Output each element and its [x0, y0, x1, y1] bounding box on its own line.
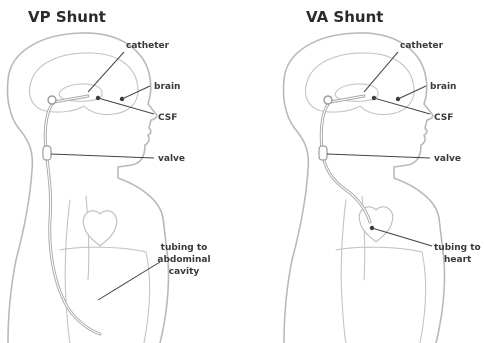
va-label-brain: brain: [430, 82, 456, 92]
va-abdomen-outline: [336, 247, 426, 343]
vp-label-csf: CSF: [158, 113, 177, 123]
va-body-outline: [284, 33, 445, 343]
va-label-catheter: catheter: [400, 41, 444, 51]
va-arm-outline: [341, 200, 346, 343]
vp-abdomen-outline: [60, 247, 150, 343]
va-label-tubing-1: tubing to: [434, 243, 481, 253]
vp-title: VP Shunt: [28, 8, 106, 26]
vp-label-brain: brain: [154, 82, 180, 92]
vp-label-catheter: catheter: [126, 41, 170, 51]
va-label-csf: CSF: [434, 113, 453, 123]
vp-back-outline: [8, 80, 33, 343]
vp-label-tubing-3: cavity: [169, 267, 200, 277]
vp-label-valve: valve: [158, 154, 185, 164]
vp-arm-outline: [65, 200, 70, 343]
vp-label-tubing-2: abdominal: [157, 255, 210, 265]
vp-shunt-panel: VP Shunt: [8, 8, 211, 343]
va-title: VA Shunt: [306, 8, 383, 26]
vp-body-outline: [8, 33, 169, 343]
va-label-valve: valve: [434, 154, 461, 164]
va-back-outline: [284, 80, 309, 343]
va-torso-front: [394, 167, 445, 343]
va-shunt-panel: VA Shunt cathet: [284, 8, 481, 343]
vp-label-tubing-1: tubing to: [161, 243, 208, 253]
va-label-tubing-2: heart: [444, 255, 472, 265]
vp-reservoir-icon: [48, 96, 56, 104]
vp-leaders: [51, 52, 160, 300]
vp-arm-inner: [86, 196, 89, 280]
va-valve-icon: [319, 146, 327, 160]
va-reservoir-icon: [324, 96, 332, 104]
vp-valve-icon: [43, 146, 51, 160]
